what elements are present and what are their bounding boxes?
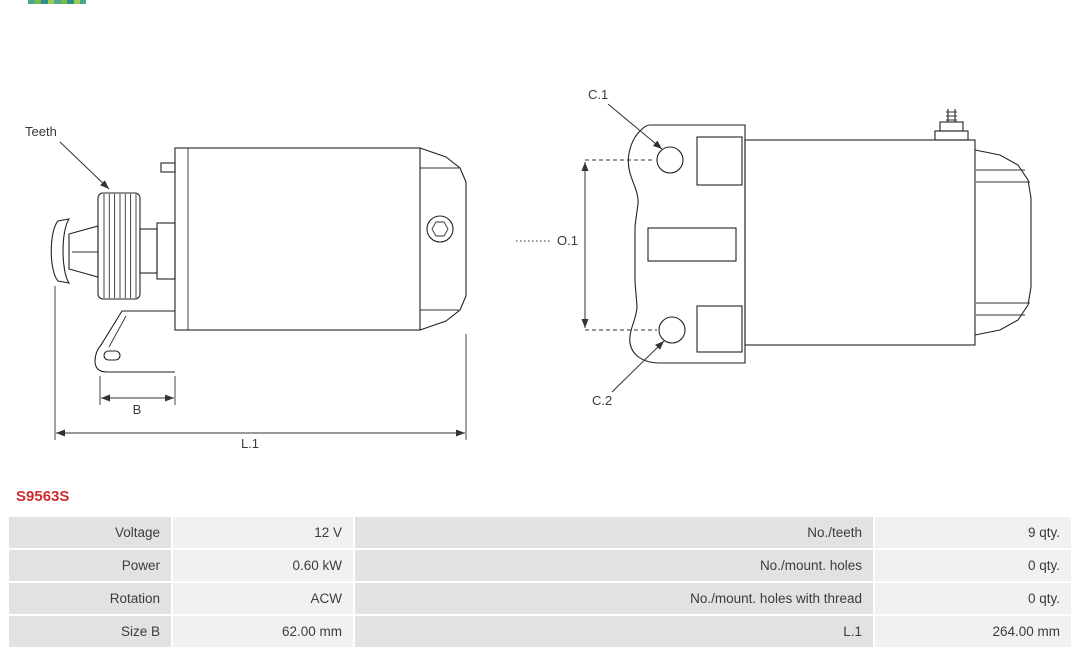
flange-slot-center bbox=[647, 227, 737, 262]
dim-b-label: B bbox=[133, 402, 142, 417]
motor-body-side bbox=[174, 147, 421, 331]
motor-body-end bbox=[744, 139, 976, 346]
logo-fragment bbox=[28, 0, 86, 4]
drive-shaft-taper bbox=[68, 225, 99, 278]
technical-diagram: Teeth B L.1 bbox=[25, 87, 1032, 451]
rear-cap bbox=[974, 149, 1032, 336]
spec-label-l1: L.1 bbox=[355, 616, 873, 647]
spec-value-mount-holes-thread: 0 qty. bbox=[875, 583, 1071, 614]
spec-value-voltage: 12 V bbox=[173, 517, 353, 548]
spec-table: Voltage 12 V No./teeth 9 qty. Power 0.60… bbox=[9, 517, 1071, 647]
c2-label: C.2 bbox=[592, 393, 612, 408]
flange-slot-top bbox=[696, 136, 743, 186]
collar bbox=[156, 222, 176, 280]
mounting-bracket bbox=[94, 310, 175, 373]
dim-l1-label: L.1 bbox=[241, 436, 259, 451]
spec-value-l1: 264.00 mm bbox=[875, 616, 1071, 647]
spec-label-voltage: Voltage bbox=[9, 517, 171, 548]
spec-value-size-b: 62.00 mm bbox=[173, 616, 353, 647]
spec-label-mount-holes: No./mount. holes bbox=[355, 550, 873, 581]
spec-value-power: 0.60 kW bbox=[173, 550, 353, 581]
spec-value-mount-holes: 0 qty. bbox=[875, 550, 1071, 581]
dimension-b: B bbox=[99, 376, 176, 417]
body-tab bbox=[160, 162, 176, 173]
shaft bbox=[139, 228, 158, 274]
spec-value-no-teeth: 9 qty. bbox=[875, 517, 1071, 548]
teeth-label: Teeth bbox=[25, 124, 57, 139]
mount-hole-c2 bbox=[658, 316, 686, 344]
spec-label-no-teeth: No./teeth bbox=[355, 517, 873, 548]
side-view-drawing: Teeth B L.1 bbox=[25, 124, 467, 451]
spec-label-power: Power bbox=[9, 550, 171, 581]
through-bolt bbox=[426, 215, 454, 243]
rear-cap-ribs bbox=[976, 169, 1030, 316]
terminal-stud bbox=[934, 109, 969, 141]
rear-housing-side bbox=[419, 147, 467, 331]
dim-o1-label: O.1 bbox=[557, 233, 578, 248]
dimension-o1: O.1 bbox=[516, 159, 657, 331]
drive-end-cup bbox=[50, 218, 71, 284]
end-view-drawing: C.1 C.2 O.1 bbox=[516, 87, 1032, 408]
spec-label-rotation: Rotation bbox=[9, 583, 171, 614]
part-number: S9563S bbox=[16, 488, 70, 505]
c1-label: C.1 bbox=[588, 87, 608, 102]
mounting-flange bbox=[627, 124, 746, 364]
spec-label-size-b: Size B bbox=[9, 616, 171, 647]
dimension-l1: L.1 bbox=[54, 286, 467, 451]
flange-slot-bottom bbox=[696, 305, 743, 353]
spec-label-mount-holes-thread: No./mount. holes with thread bbox=[355, 583, 873, 614]
bracket-slot bbox=[103, 350, 121, 361]
gear-teeth bbox=[103, 194, 137, 298]
mount-hole-c1 bbox=[656, 146, 684, 174]
starter-motor-drawing: Teeth B L.1 bbox=[25, 87, 1032, 451]
spec-value-rotation: ACW bbox=[173, 583, 353, 614]
